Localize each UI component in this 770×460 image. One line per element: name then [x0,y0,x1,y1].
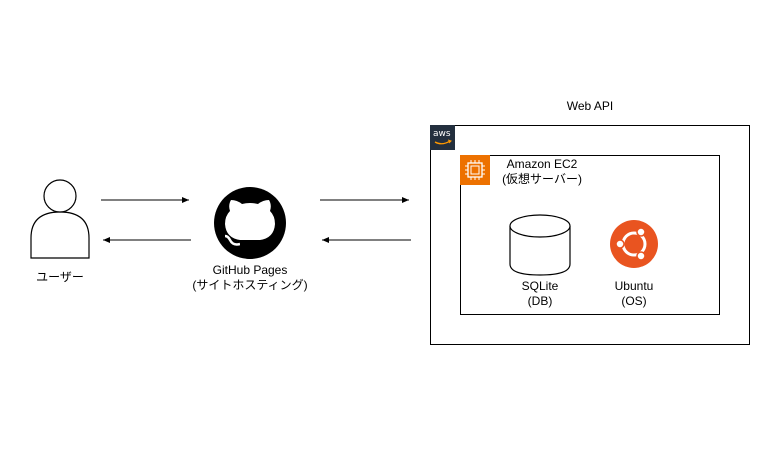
user-icon [30,179,90,259]
ec2-label-name: Amazon EC2 [506,157,578,171]
github-label-name: GitHub Pages [212,263,288,277]
aws-logo-icon: aws [430,125,455,150]
github-label: GitHub Pages (サイトホスティング) [175,263,325,293]
ubuntu-icon [610,220,658,268]
database-icon [509,214,571,276]
github-label-desc: (サイトホスティング) [192,278,308,292]
ubuntu-label-name: Ubuntu [614,279,654,293]
user-label: ユーザー [36,270,84,284]
ec2-instance-container [460,155,720,315]
sqlite-label-desc: (DB) [527,294,553,308]
ec2-label: Amazon EC2 (仮想サーバー) [497,157,587,187]
github-icon [214,187,286,259]
web-api-label: Web API [566,99,614,113]
ubuntu-label: Ubuntu (OS) [594,279,674,309]
aws-cloud-container [430,125,750,345]
ubuntu-label-desc: (OS) [621,294,647,308]
ec2-icon [460,155,490,185]
sqlite-label: SQLite (DB) [500,279,580,309]
sqlite-label-name: SQLite [521,279,559,293]
aws-logo-text: aws [433,129,451,139]
ec2-label-desc: (仮想サーバー) [502,172,582,186]
